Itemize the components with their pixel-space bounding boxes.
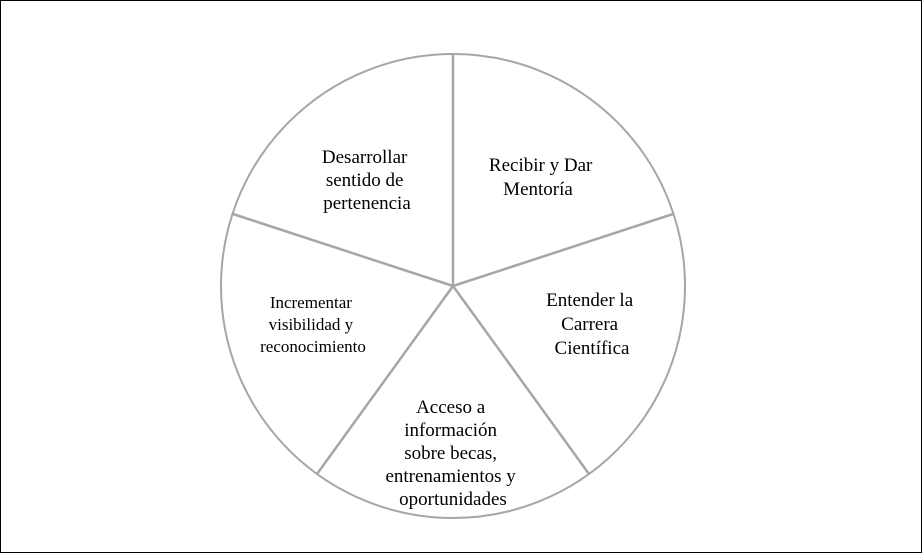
segment-label-recibir-mentoria: Recibir y Dar Mentoría <box>489 155 597 200</box>
divider-line-left <box>232 212 454 288</box>
divider-line-bottom-left <box>315 285 455 475</box>
divider-line-right <box>452 212 674 288</box>
segment-label-desarrollar-pertenencia: Desarrollar sentido de pertenencia <box>322 147 412 214</box>
segment-label-acceso-informacion: Acceso a información sobre becas, entren… <box>385 397 520 510</box>
divider-line-bottom-right <box>451 285 591 475</box>
segment-label-incrementar-visibilidad: Incrementar visibilidad y reconocimiento <box>260 293 366 356</box>
segment-label-entender-carrera: Entender la Carrera Científica <box>546 290 638 359</box>
